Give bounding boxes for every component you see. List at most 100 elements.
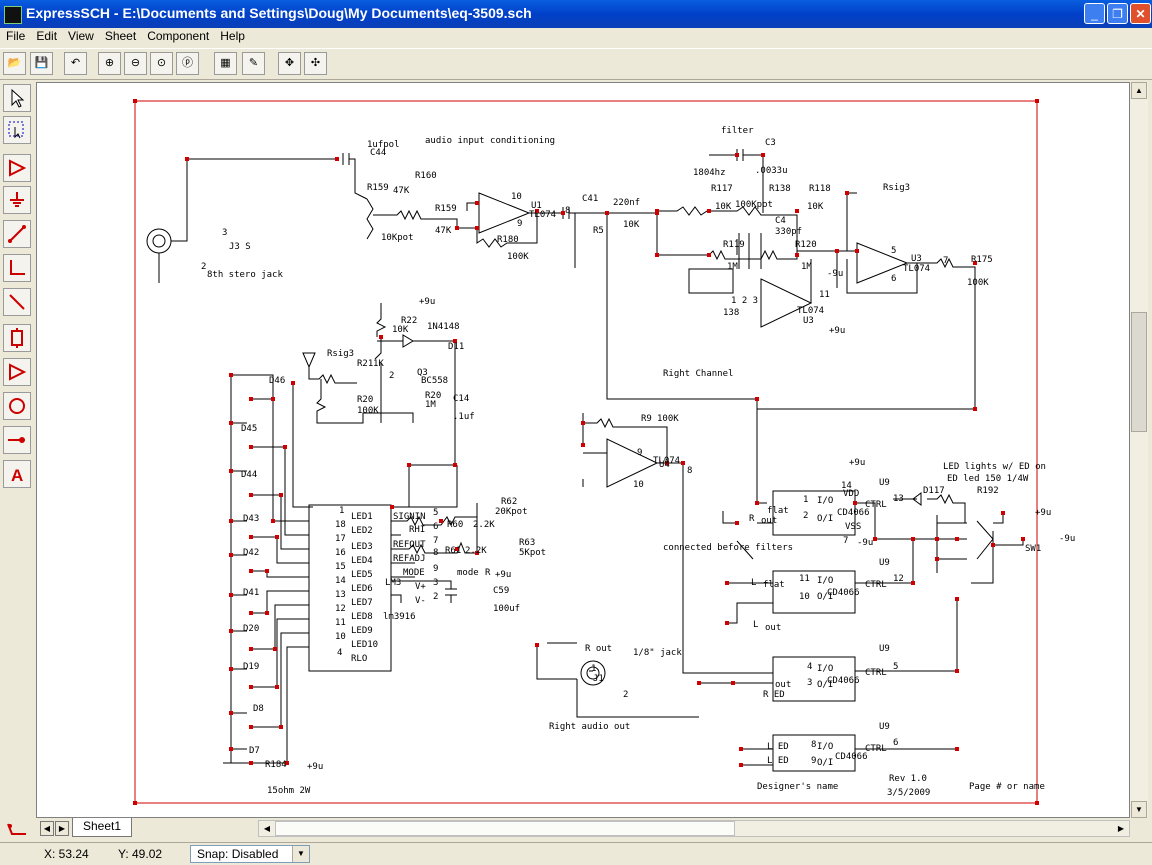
- schematic-label: 3: [433, 578, 438, 588]
- schematic-label: O/I: [817, 514, 833, 524]
- vertical-scrollbar[interactable]: ▲ ▼: [1130, 82, 1148, 818]
- schematic-label: CTRL: [865, 580, 887, 590]
- zoom-out-icon[interactable]: ⊖: [124, 52, 147, 75]
- horizontal-scrollbar[interactable]: ◀ ▶: [258, 820, 1130, 837]
- chevron-down-icon[interactable]: ▼: [292, 846, 309, 862]
- schematic-label: 11: [819, 290, 830, 300]
- properties-icon[interactable]: ▦: [214, 52, 237, 75]
- menu-bar: File Edit View Sheet Component Help: [0, 28, 1152, 46]
- port-icon[interactable]: [3, 358, 31, 386]
- schematic-label: D8: [253, 704, 264, 714]
- tab-sheet1[interactable]: Sheet1: [72, 818, 132, 837]
- scroll-left-icon[interactable]: ◀: [263, 824, 271, 833]
- pan-all-icon[interactable]: ✣: [304, 52, 327, 75]
- scroll-up-icon[interactable]: ▲: [1131, 82, 1147, 99]
- schematic-label: D19: [243, 662, 259, 672]
- schematic-label: 1N4148: [427, 322, 460, 332]
- schematic-label: 1ufpol: [367, 140, 400, 150]
- schematic-label: TL074: [797, 306, 824, 316]
- connector-icon[interactable]: [3, 324, 31, 352]
- schematic-label: lm3916: [383, 612, 416, 622]
- snap-select[interactable]: Snap: Disabled ▼: [190, 845, 310, 863]
- schematic-label: TL074: [529, 210, 556, 220]
- schematic-label: TL074: [903, 264, 930, 274]
- schematic-label: 18: [335, 520, 346, 530]
- schematic-label: U9: [879, 558, 890, 568]
- schematic-label: 14: [335, 576, 346, 586]
- schematic-label: R175: [971, 255, 993, 265]
- schematic-label: R: [485, 568, 491, 578]
- maximize-button[interactable]: ❐: [1107, 3, 1128, 24]
- vertical-scroll-thumb[interactable]: [1131, 312, 1147, 432]
- schematic-label: 100uf: [493, 604, 520, 614]
- select-icon[interactable]: [3, 84, 31, 112]
- pin-icon[interactable]: [3, 426, 31, 454]
- bus-icon[interactable]: [3, 288, 31, 316]
- menu-edit[interactable]: Edit: [36, 29, 58, 43]
- schematic-label: 11: [799, 574, 810, 584]
- schematic-label: 1804hz: [693, 168, 726, 178]
- close-button[interactable]: ✕: [1130, 3, 1151, 24]
- undo-icon[interactable]: ↶: [64, 52, 87, 75]
- horizontal-scroll-thumb[interactable]: [275, 821, 735, 836]
- schematic-label: 7: [843, 536, 848, 546]
- schematic-label: CTRL: [865, 500, 887, 510]
- tab-next-icon[interactable]: ▶: [55, 821, 69, 836]
- schematic-label: J3 S: [229, 242, 251, 252]
- schematic-label: R184: [265, 760, 287, 770]
- schematic-label: 5: [893, 662, 898, 672]
- schematic-label: R119: [723, 240, 745, 250]
- schematic-label: O/I: [817, 758, 833, 768]
- text-icon[interactable]: A: [3, 460, 31, 488]
- open-icon[interactable]: 📂: [3, 52, 26, 75]
- schematic-label: 1/8" jack: [633, 648, 682, 658]
- save-icon[interactable]: 💾: [30, 52, 53, 75]
- menu-file[interactable]: File: [6, 29, 26, 43]
- schematic-label: R180: [497, 235, 519, 245]
- schematic-drawing: audio input conditioning1ufpolC44R160R15…: [133, 99, 1075, 805]
- schematic-label: 9: [433, 564, 438, 574]
- schematic-label: 4: [337, 648, 342, 658]
- schematic-label: SIGNIN: [393, 512, 426, 522]
- schematic-label: 6: [893, 738, 898, 748]
- multi-select-icon[interactable]: [3, 116, 31, 144]
- component-icon[interactable]: [3, 154, 31, 182]
- edit-part-icon[interactable]: ✎: [242, 52, 265, 75]
- schematic-label: 3: [222, 228, 227, 238]
- menu-sheet[interactable]: Sheet: [104, 29, 137, 43]
- schematic-label: D41: [243, 588, 259, 598]
- schematic-label: 2: [433, 592, 438, 602]
- schematic-label: 1M: [425, 400, 436, 410]
- schematic-label: Q3: [417, 368, 428, 378]
- zoom-area-icon[interactable]: ⊙: [150, 52, 173, 75]
- zoom-page-icon[interactable]: ⓟ: [176, 52, 199, 75]
- schematic-label: LED5: [351, 570, 373, 580]
- schematic-label: D43: [243, 514, 259, 524]
- schematic-label: VDD: [843, 489, 859, 499]
- circle-icon[interactable]: [3, 392, 31, 420]
- schematic-label: U9: [879, 478, 890, 488]
- ground-icon[interactable]: [3, 186, 31, 214]
- schematic-label: -9u: [827, 269, 843, 279]
- app-icon: [4, 6, 22, 24]
- menu-view[interactable]: View: [68, 29, 94, 43]
- zoom-in-icon[interactable]: ⊕: [98, 52, 121, 75]
- wire-icon[interactable]: [3, 220, 31, 248]
- schematic-label: 9: [811, 756, 816, 766]
- schematic-label: R22: [401, 316, 417, 326]
- schematic-label: L: [753, 620, 758, 630]
- tab-prev-icon[interactable]: ◀: [40, 821, 54, 836]
- menu-help[interactable]: Help: [220, 29, 245, 43]
- menu-component[interactable]: Component: [147, 29, 210, 43]
- schematic-label: 138: [723, 308, 739, 318]
- schematic-label: R5: [593, 226, 604, 236]
- pan-icon[interactable]: ✥: [278, 52, 301, 75]
- sheet-tool-icon[interactable]: [6, 820, 28, 838]
- scroll-down-icon[interactable]: ▼: [1131, 801, 1147, 818]
- corner-wire-icon[interactable]: [3, 254, 31, 282]
- schematic-label: +9u: [495, 570, 511, 580]
- scroll-right-icon[interactable]: ▶: [1117, 824, 1125, 833]
- schematic-label: 100K: [967, 278, 989, 288]
- minimize-button[interactable]: _: [1084, 3, 1105, 24]
